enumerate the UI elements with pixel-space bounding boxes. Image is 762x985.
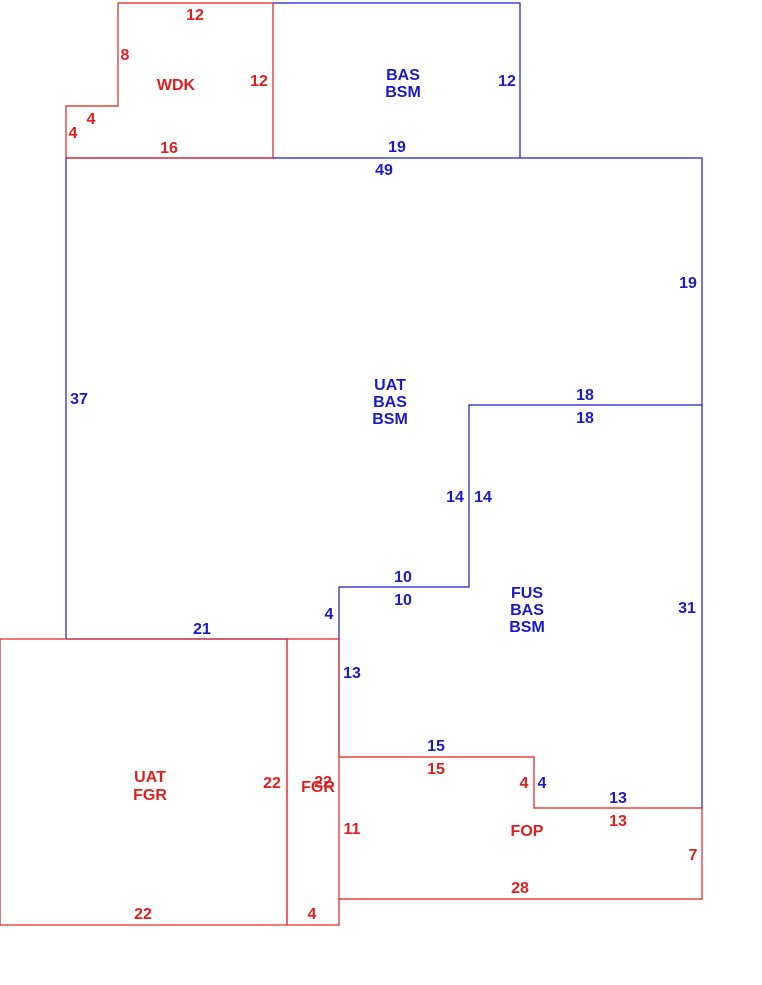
dim-wdk-left-upper: 8 xyxy=(121,47,130,64)
dim-main-top: 49 xyxy=(375,162,393,179)
dim-garage-bottom: 22 xyxy=(134,906,152,923)
main-label-2: BAS xyxy=(373,394,407,411)
main-outline xyxy=(66,157,703,808)
dim-fop-ledge-blue: 13 xyxy=(609,790,627,807)
dim-fop-jog-blue: 4 xyxy=(538,775,547,792)
dim-main-bottom: 21 xyxy=(193,621,211,638)
main-label-3: BSM xyxy=(372,411,408,428)
garage-label-2: FGR xyxy=(133,787,167,804)
fus-label-2: BAS xyxy=(510,602,544,619)
main-label-1: UAT xyxy=(374,377,406,394)
dim-step-top-inner: 18 xyxy=(576,410,594,427)
dim-garage-right: 22 xyxy=(263,775,281,792)
dim-fus-right: 31 xyxy=(678,600,696,617)
dim-step-mid-inner: 10 xyxy=(394,592,412,609)
wdk-label: WDK xyxy=(157,77,196,94)
dim-fop-jog-red: 4 xyxy=(520,775,529,792)
fgr-narrow-outline xyxy=(286,638,340,926)
wdk-outline xyxy=(65,2,274,159)
dim-lower-vert: 13 xyxy=(343,665,361,682)
dim-step-vert-inner: 14 xyxy=(474,489,492,506)
fgr-narrow-label: FGR xyxy=(301,779,335,796)
dim-main-left: 37 xyxy=(70,391,88,408)
dim-fop-right: 7 xyxy=(689,847,698,864)
dim-fop-top-red: 15 xyxy=(427,761,445,778)
dim-wdk-bottom: 16 xyxy=(160,140,178,157)
dim-bas-bottom: 19 xyxy=(388,139,406,156)
dim-jog-short: 4 xyxy=(325,606,334,623)
bas-top-label-1: BAS xyxy=(386,67,420,84)
dim-bas-right: 12 xyxy=(498,73,516,90)
dim-step-vert-outer: 14 xyxy=(446,489,464,506)
dim-fop-top-blue: 15 xyxy=(427,738,445,755)
fgr-overlap-number: 22 xyxy=(314,774,332,791)
dim-main-right: 19 xyxy=(679,275,697,292)
bas-top-label-2: BSM xyxy=(385,84,421,101)
fus-label-3: BSM xyxy=(509,619,545,636)
dim-wdk-right: 12 xyxy=(250,73,268,90)
dim-wdk-step: 4 xyxy=(87,111,96,128)
dim-fop-left: 11 xyxy=(344,821,361,838)
fus-label-1: FUS xyxy=(511,585,543,602)
bas-top-outline xyxy=(273,2,521,158)
fop-label: FOP xyxy=(511,823,544,840)
dim-wdk-left-lower: 4 xyxy=(69,125,78,142)
garage-label-1: UAT xyxy=(134,769,166,786)
dim-fgr-bottom: 4 xyxy=(308,906,317,923)
dim-fop-ledge-red: 13 xyxy=(609,813,627,830)
dim-step-top-outer: 18 xyxy=(576,387,594,404)
fop-outline xyxy=(339,756,703,900)
dim-fop-bottom: 28 xyxy=(511,880,529,897)
dim-step-mid-outer: 10 xyxy=(394,569,412,586)
dim-wdk-top: 12 xyxy=(186,7,204,24)
